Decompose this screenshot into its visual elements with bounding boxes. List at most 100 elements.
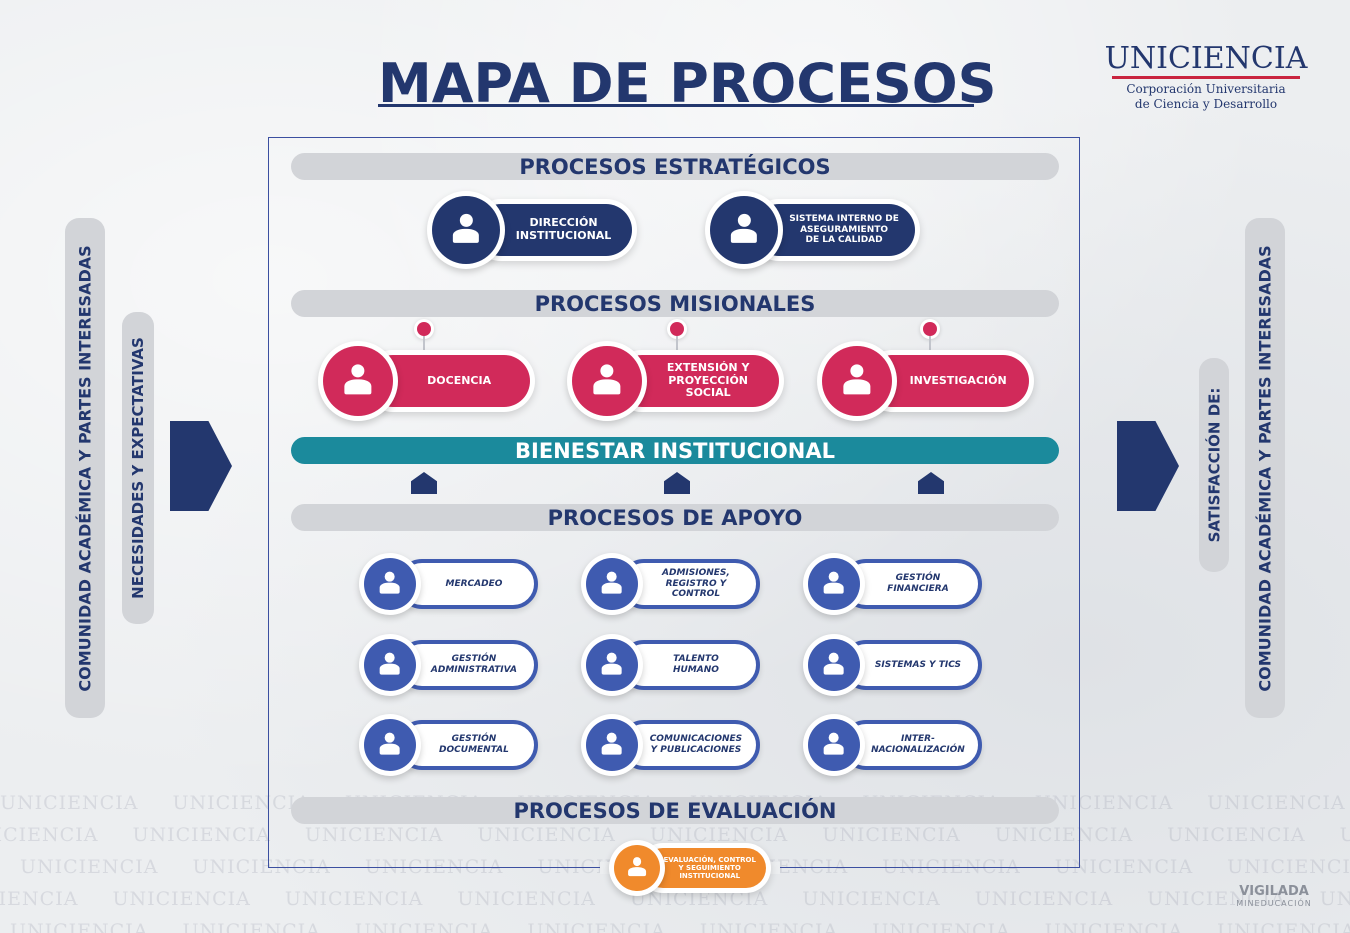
- support-arrow-icon: [918, 472, 944, 494]
- watermark-word: UNICIENCIA: [0, 792, 139, 814]
- pin-dot-icon: [417, 322, 431, 336]
- node-misional-1-label: DOCENCIA: [366, 355, 530, 407]
- watermark-word: UNICIENCIA: [10, 920, 149, 933]
- person-icon: [378, 571, 403, 597]
- watermark-word: UNICIENCIA: [1147, 888, 1286, 910]
- watermark-word: UNICIENCIA: [1044, 920, 1184, 933]
- node-apoyo-4: GESTIÓN ADMINISTRATIVA: [364, 638, 538, 692]
- output-arrow-icon: [1117, 421, 1179, 511]
- person-icon: [600, 652, 625, 678]
- node-estrategico-1-avatar: [432, 196, 500, 264]
- node-apoyo-1-label: MERCADEO: [396, 559, 538, 609]
- support-arrow-icon: [664, 472, 690, 494]
- node-evaluacion-1-label: EVALUACIÓN, CONTROL Y SEGUIMIENTO INSTIT…: [642, 848, 766, 888]
- node-apoyo-6-avatar: [808, 639, 860, 691]
- watermark-word: UNICIENCIA: [1319, 888, 1350, 910]
- watermark-word: UNICIENCIA: [1217, 920, 1350, 933]
- logo-wordmark: UNICIENCIA: [1104, 41, 1308, 76]
- node-misional-2: EXTENSIÓN Y PROYECCIÓN SOCIAL: [572, 345, 779, 417]
- node-misional-2-label: EXTENSIÓN Y PROYECCIÓN SOCIAL: [615, 355, 779, 407]
- pin-docencia: [417, 322, 431, 352]
- watermark-word: UNICIENCIA: [1034, 792, 1174, 814]
- watermark-word: UNICIENCIA: [112, 888, 251, 910]
- watermark-word: UNICIENCIA: [477, 824, 616, 846]
- watermark-row: UNICIENCIA UNICIENCIA UNICIENCIA UNICIENCIA…: [0, 888, 1350, 910]
- person-icon: [728, 213, 760, 246]
- person-icon: [450, 213, 482, 246]
- watermark-word: UNICIENCIA: [699, 920, 839, 933]
- node-misional-3: INVESTIGACIÓN: [822, 345, 1029, 417]
- watermark-word: UNICIENCIA: [172, 792, 311, 814]
- watermark-row: UNICIENCIA UNICIENCIA UNICIENCIA UNICIENCIA…: [0, 824, 1350, 846]
- right-inner-label: SATISFACCIÓN DE:: [1205, 387, 1224, 543]
- pin-stem: [423, 336, 425, 352]
- person-icon: [600, 571, 625, 597]
- watermark-word: UNICIENCIA: [132, 824, 271, 846]
- watermark-word: UNICIENCIA: [182, 920, 321, 933]
- node-apoyo-3-avatar: [808, 558, 860, 610]
- node-apoyo-5-avatar: [586, 639, 638, 691]
- section-bienestar: BIENESTAR INSTITUCIONAL: [291, 437, 1059, 464]
- section-misionales: PROCESOS MISIONALES: [291, 290, 1059, 317]
- logo-subtitle-1: Corporación Universitaria: [1126, 82, 1286, 96]
- watermark-word: UNICIENCIA: [1167, 824, 1306, 846]
- node-apoyo-8-avatar: [586, 719, 638, 771]
- pin-dot-icon: [923, 322, 937, 336]
- mineducacion-label: MINEDUCACIÓN: [1236, 899, 1312, 908]
- watermark-word: UNICIENCIA: [354, 920, 494, 933]
- node-apoyo-4-label: GESTIÓN ADMINISTRATIVA: [396, 640, 538, 690]
- node-apoyo-5-label: TALENTO HUMANO: [618, 640, 760, 690]
- watermark-word: UNICIENCIA: [974, 888, 1114, 910]
- vigilada-label: VIGILADA: [1239, 884, 1309, 899]
- node-misional-3-label: INVESTIGACIÓN: [865, 355, 1029, 407]
- node-apoyo-7-avatar: [364, 719, 416, 771]
- watermark-word: UNICIENCIA: [629, 888, 769, 910]
- node-misional-3-avatar: [822, 346, 892, 416]
- watermark-word: UNICIENCIA: [994, 824, 1134, 846]
- support-arrow-icon: [411, 472, 437, 494]
- watermark-word: UNICIENCIA: [802, 888, 941, 910]
- left-outer-column: COMUNIDAD ACADÉMICA Y PARTES INTERESADAS: [65, 218, 105, 718]
- watermark-word: UNICIENCIA: [1227, 856, 1350, 878]
- watermark-word: UNICIENCIA: [0, 824, 99, 846]
- node-apoyo-8: COMUNICACIONES Y PUBLICACIONES: [586, 718, 760, 772]
- person-icon: [840, 364, 873, 397]
- pin-extension: [670, 322, 684, 352]
- node-apoyo-9: INTER- NACIONALIZACIÓN: [808, 718, 982, 772]
- node-estrategico-2-avatar: [710, 196, 778, 264]
- person-icon: [341, 364, 374, 397]
- input-arrow-icon: [170, 421, 232, 511]
- node-evaluacion-1-avatar: [614, 845, 660, 891]
- node-apoyo-3: GESTIÓN FINANCIERA: [808, 557, 982, 611]
- watermark-word: UNICIENCIA: [457, 888, 596, 910]
- node-apoyo-6: SISTEMAS Y TICS: [808, 638, 982, 692]
- node-apoyo-4-avatar: [364, 639, 416, 691]
- node-apoyo-1: MERCADEO: [364, 557, 538, 611]
- watermark-word: UNICIENCIA: [1339, 824, 1350, 846]
- section-evaluacion: PROCESOS DE EVALUACIÓN: [291, 797, 1059, 824]
- person-icon: [822, 732, 847, 758]
- person-icon: [590, 364, 623, 397]
- watermark-row: UNICIENCIA UNICIENCIA UNICIENCIA UNICIENCIA…: [10, 920, 1350, 933]
- left-outer-label: COMUNIDAD ACADÉMICA Y PARTES INTERESADAS: [75, 244, 95, 692]
- left-inner-label: NECESIDADES Y EXPECTATIVAS: [129, 337, 148, 599]
- node-apoyo-9-label: INTER- NACIONALIZACIÓN: [840, 720, 982, 770]
- title-underline: [378, 104, 974, 107]
- pin-investigacion: [923, 322, 937, 352]
- node-apoyo-8-label: COMUNICACIONES Y PUBLICACIONES: [618, 720, 760, 770]
- watermark-word: UNICIENCIA: [192, 856, 331, 878]
- node-estrategico-1: DIRECCIÓN INSTITUCIONAL: [432, 195, 632, 265]
- node-estrategico-2: SISTEMA INTERNO DE ASEGURAMIENTO DE LA C…: [710, 195, 915, 265]
- watermark-word: UNICIENCIA: [822, 824, 961, 846]
- pin-stem: [676, 336, 678, 352]
- right-inner-column: SATISFACCIÓN DE:: [1199, 358, 1229, 572]
- logo-underline: [1112, 76, 1300, 79]
- node-apoyo-9-avatar: [808, 719, 860, 771]
- watermark-word: UNICIENCIA: [0, 888, 79, 910]
- node-apoyo-2: ADMISIONES, REGISTRO Y CONTROL: [586, 557, 760, 611]
- vigilada-badge: VIGILADA MINEDUCACIÓN: [1222, 884, 1326, 908]
- right-outer-label: COMUNIDAD ACADÉMICA Y PARTES INTERESADAS: [1255, 244, 1275, 692]
- person-icon: [822, 571, 847, 597]
- node-apoyo-5: TALENTO HUMANO: [586, 638, 760, 692]
- person-icon: [378, 652, 403, 678]
